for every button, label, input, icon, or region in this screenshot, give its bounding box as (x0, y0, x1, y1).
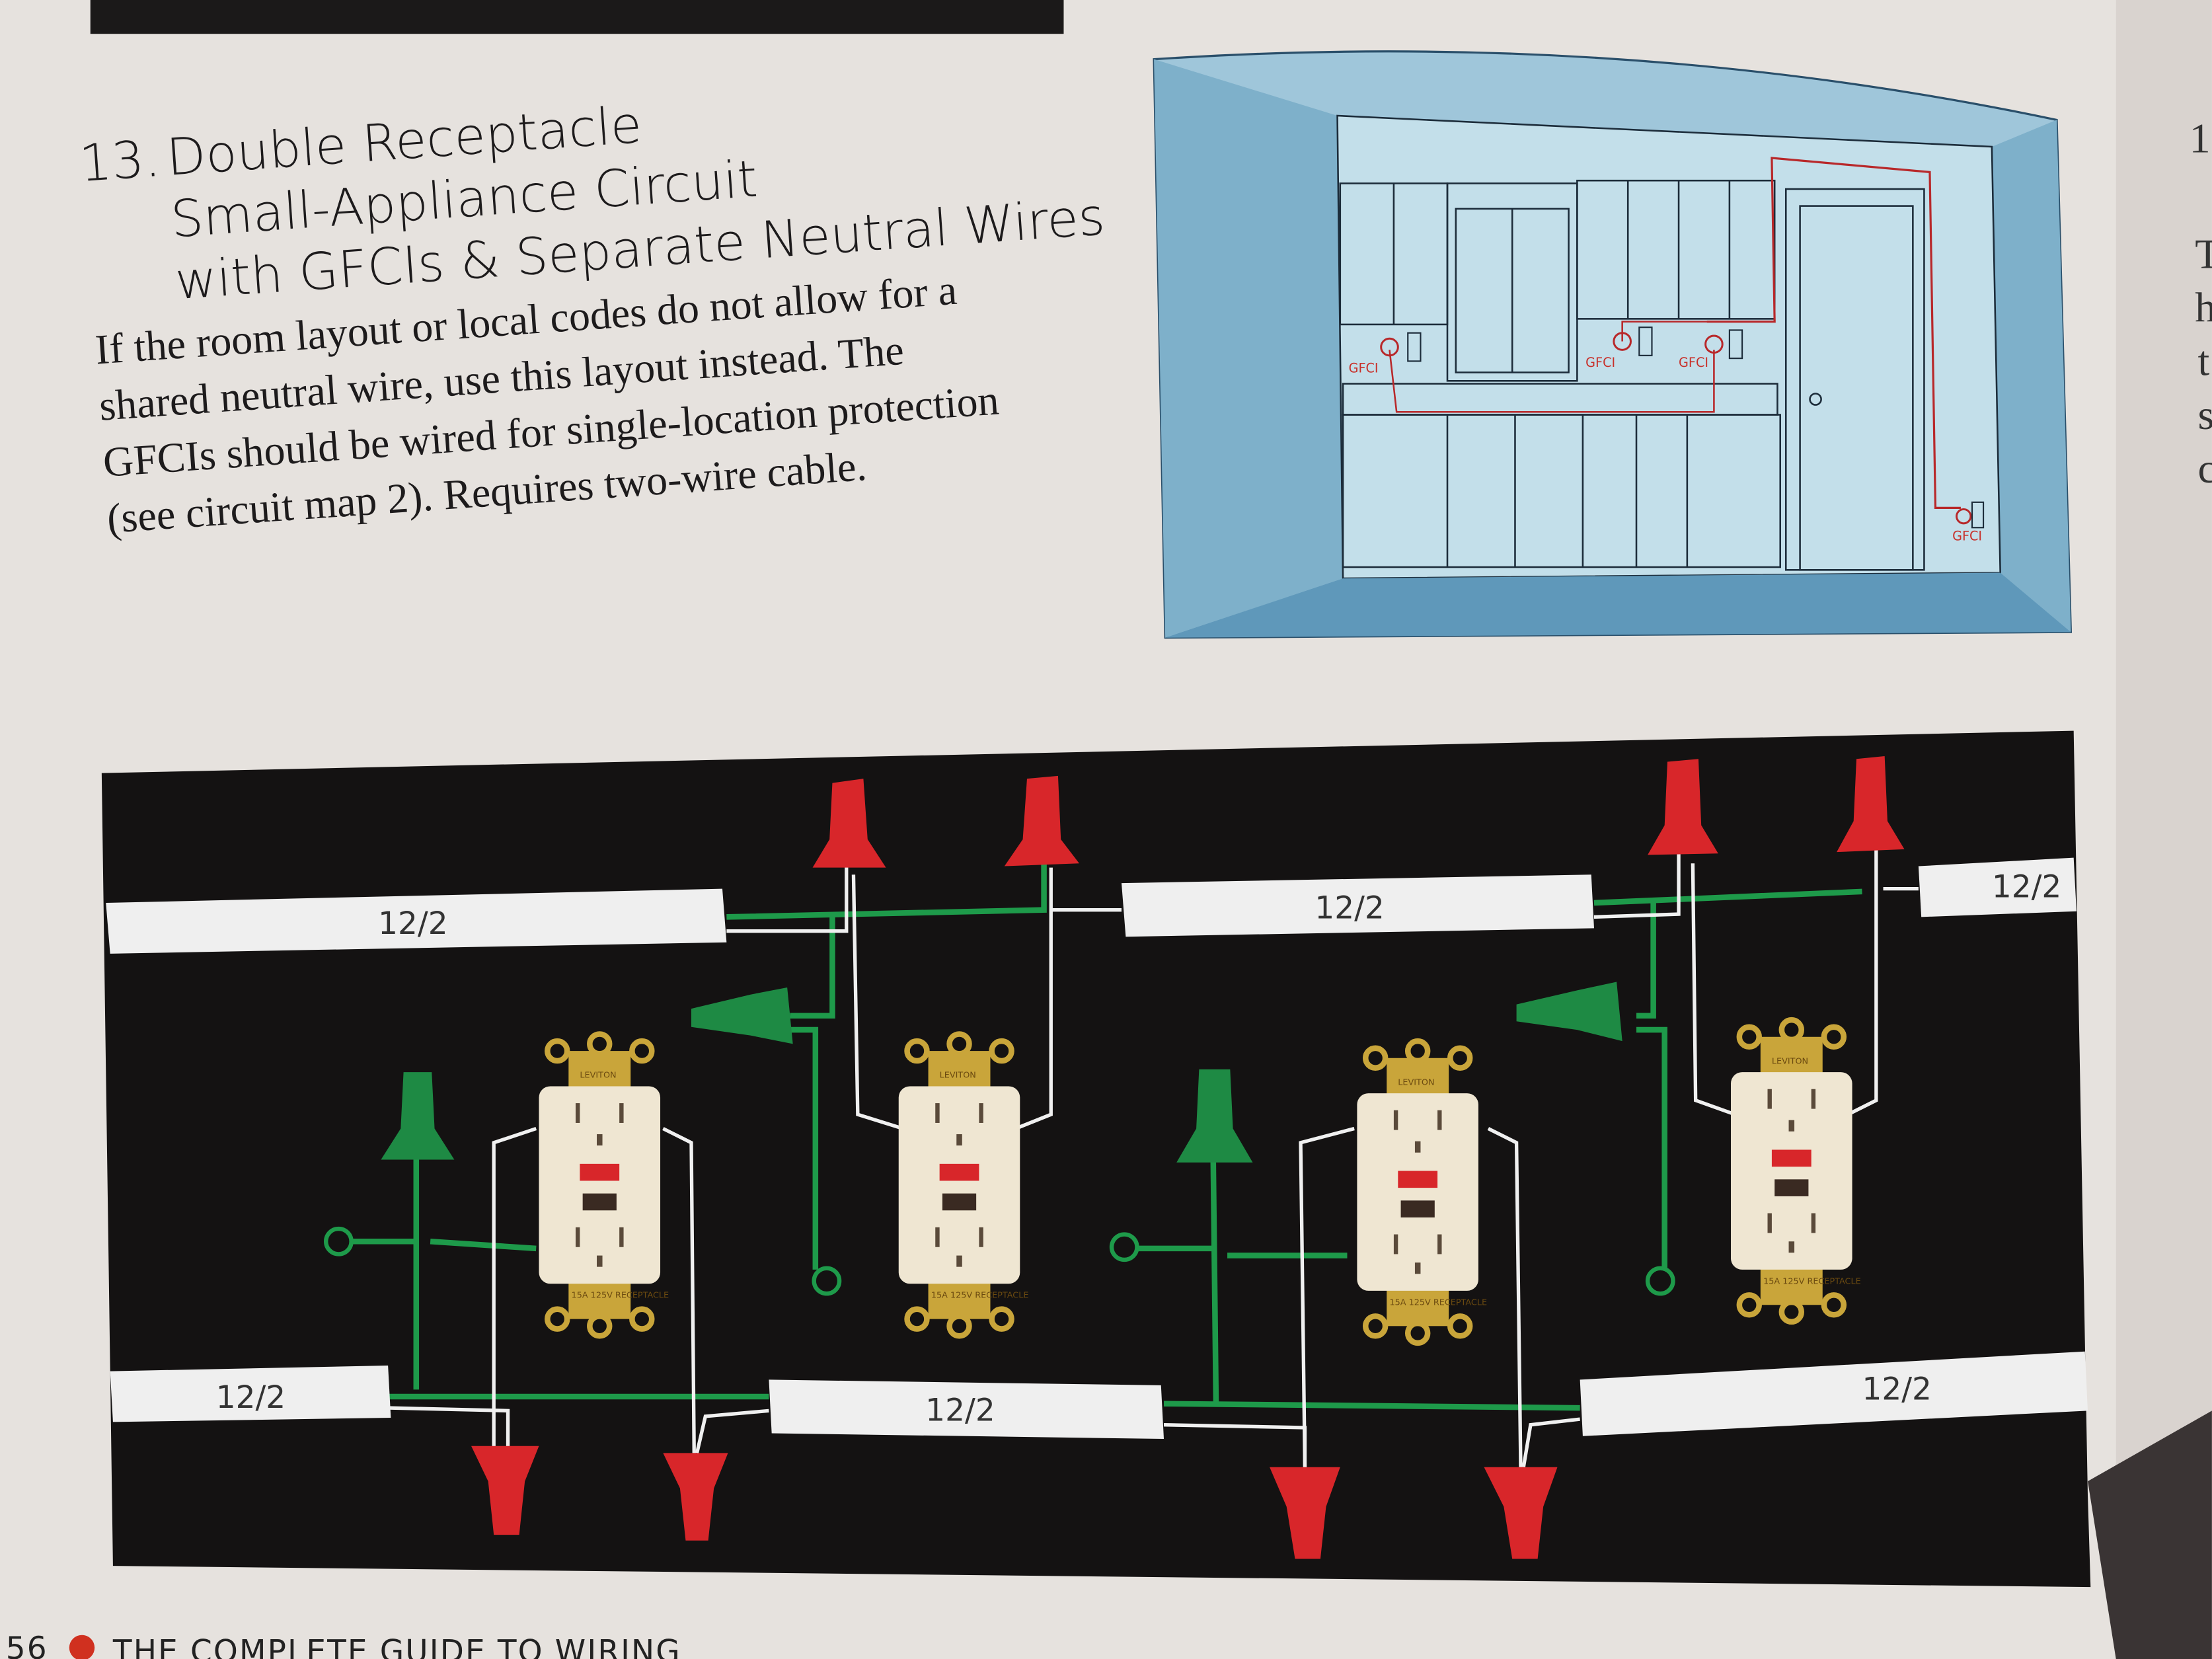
receptacle-face (1731, 1072, 1852, 1270)
cable-top-left (106, 888, 727, 954)
cable-top-middle (1121, 874, 1594, 937)
gfci-label-3: GFCI (1679, 355, 1708, 370)
ground-wire-nuts (381, 982, 1622, 1163)
right-page-char: 1 (2190, 115, 2211, 162)
right-page-char: c (2197, 445, 2212, 492)
reset-button-icon (1400, 1200, 1435, 1217)
receptacle-rating: 15A 125V RECEPTACLE (931, 1291, 1029, 1301)
cable-label-top-middle: 12/2 (1315, 890, 1384, 926)
top-dark-band (90, 0, 1064, 34)
receptacle-rating: 15A 125V RECEPTACLE (1390, 1297, 1488, 1307)
test-button-icon (1398, 1171, 1438, 1188)
gfci-receptacle: LEVITON 15A 125V RECEPTACLE (898, 1031, 1029, 1339)
right-page-char: s (2197, 391, 2212, 438)
right-page (2116, 0, 2212, 1659)
test-button-icon (939, 1163, 979, 1181)
cable-bottom-right (1580, 1351, 2088, 1436)
page-footer: 56 THE COMPLETE GUIDE TO WIRING (6, 1631, 681, 1659)
receptacle-face (898, 1086, 1020, 1284)
cable-label-bottom-right: 12/2 (1862, 1371, 1932, 1407)
bullet-icon (69, 1635, 95, 1659)
wire-nut-icon (1648, 759, 1718, 855)
wire-nut-icon (1176, 1069, 1253, 1163)
reset-button-icon (1774, 1179, 1809, 1196)
cable-label-top-left: 12/2 (378, 906, 447, 942)
right-page-char: t (2197, 338, 2209, 385)
wire-nut-icon (1837, 756, 1905, 853)
cable-label-bottom-left: 12/2 (216, 1379, 286, 1416)
receptacle-brand: LEVITON (580, 1071, 616, 1081)
wire-nut-icon (663, 1453, 728, 1541)
reset-button-icon (582, 1193, 617, 1211)
room-illustration: GFCI GFCI GFCI GFCI (1153, 50, 2073, 639)
gfci-receptacle: LEVITON 15A 125V RECEPTACLE (1357, 1038, 1488, 1346)
receptacle-face (539, 1086, 661, 1284)
right-page-fragment: 1 T h t s c (2190, 115, 2212, 492)
wire-nut-icon (691, 987, 793, 1044)
gfci-label-1: GFCI (1349, 360, 1379, 375)
page-gutter-shadow (2088, 1410, 2212, 1659)
wire-nut-icon (471, 1446, 539, 1535)
receptacle-rating: 15A 125V RECEPTACLE (1763, 1276, 1861, 1286)
gfci-label-4: GFCI (1952, 528, 1982, 543)
receptacle-brand: LEVITON (1398, 1077, 1434, 1087)
right-page-char: T (2195, 231, 2212, 278)
cable-top-right (1918, 857, 2077, 917)
wire-nut-icon (381, 1072, 455, 1160)
receptacle-rating: 15A 125V RECEPTACLE (572, 1291, 669, 1301)
wire-nut-icon (1004, 775, 1079, 867)
page-number: 56 (6, 1631, 48, 1659)
heading-number: 13. (77, 130, 162, 194)
test-button-icon (580, 1163, 620, 1181)
receptacle-brand: LEVITON (940, 1071, 976, 1081)
cable-label-bottom-middle: 12/2 (925, 1392, 995, 1428)
gfci-receptacle: LEVITON 15A 125V RECEPTACLE (539, 1031, 669, 1339)
wire-nut-icon (1516, 982, 1622, 1042)
cables (106, 857, 2088, 1440)
test-button-icon (1771, 1149, 1812, 1167)
book-title: THE COMPLETE GUIDE TO WIRING (112, 1633, 681, 1659)
gfci-receptacle: LEVITON 15A 125V RECEPTACLE (1731, 1017, 1861, 1325)
hot-wire-nuts (471, 756, 1905, 1559)
cable-bottom-middle (769, 1379, 1164, 1440)
wire-nut-icon (1270, 1467, 1340, 1559)
cable-bottom-left (110, 1366, 391, 1422)
receptacle-face (1357, 1093, 1478, 1291)
wire-nut-icon (812, 779, 886, 868)
receptacle-brand: LEVITON (1772, 1056, 1808, 1066)
gfci-label-2: GFCI (1585, 355, 1615, 370)
wire-nut-icon (1484, 1467, 1558, 1559)
cable-label-top-right: 12/2 (1992, 868, 2061, 905)
right-page-char: h (2195, 284, 2212, 331)
reset-button-icon (942, 1193, 977, 1211)
wiring-diagram: 12/2 12/2 12/2 12/2 12/2 12/2 (101, 730, 2091, 1588)
